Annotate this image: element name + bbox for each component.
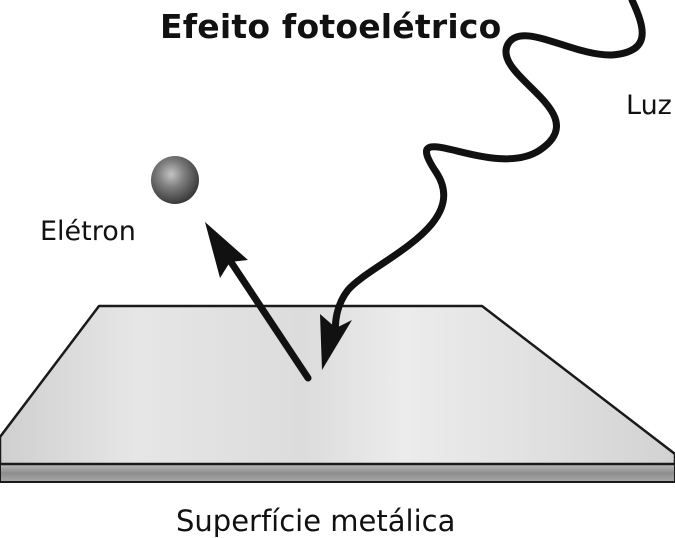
light-arrowhead bbox=[320, 314, 352, 370]
electron-label: Elétron bbox=[40, 216, 136, 247]
metal-plate-edge bbox=[0, 463, 675, 483]
light-wave bbox=[331, 0, 646, 340]
electron-arrow-shaft bbox=[223, 252, 312, 382]
electron-sphere bbox=[151, 156, 199, 204]
light-label: Luz bbox=[626, 90, 672, 121]
surface-label: Superfície metálica bbox=[176, 504, 456, 538]
electron-arrowhead bbox=[205, 222, 248, 278]
diagram-title: Efeito fotoelétrico bbox=[160, 7, 502, 46]
metal-plate-surface bbox=[0, 304, 675, 466]
